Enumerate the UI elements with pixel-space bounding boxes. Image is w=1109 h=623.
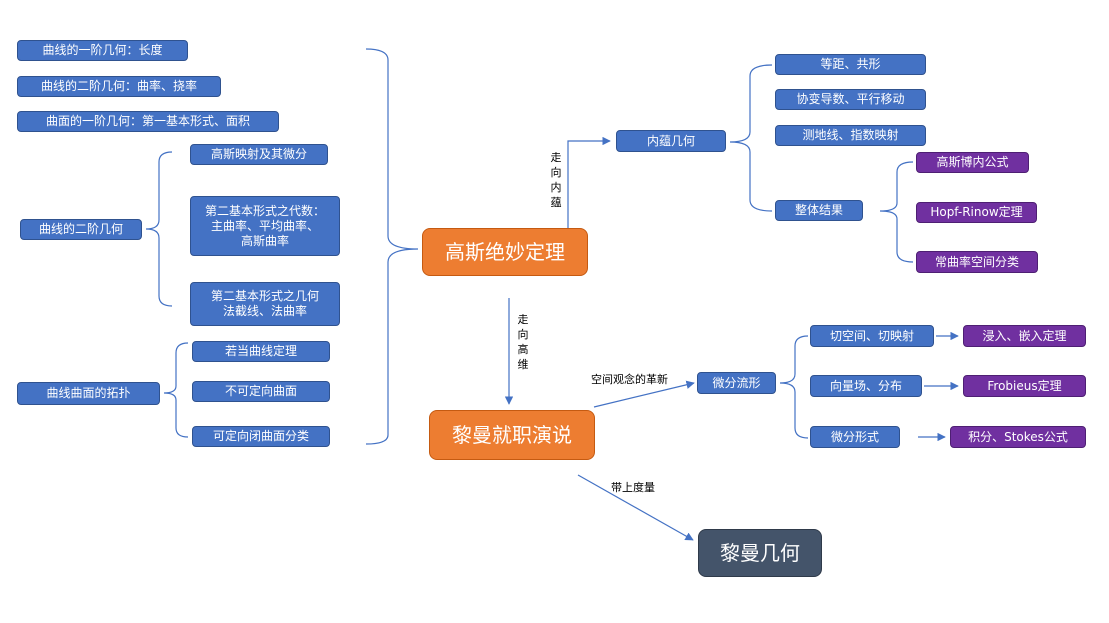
nonorientable-surface-node[interactable]: 不可定向曲面 (192, 381, 330, 402)
riemann-geometry-node[interactable]: 黎曼几何 (698, 529, 822, 577)
intrinsic-geometry-node[interactable]: 内蕴几何 (616, 130, 726, 152)
hopf-rinow-node[interactable]: Hopf-Rinow定理 (916, 202, 1037, 223)
differential-forms-node[interactable]: 微分形式 (810, 426, 900, 448)
arrow-to-intrinsic (567, 136, 611, 228)
constant-curvature-node[interactable]: 常曲率空间分类 (916, 251, 1038, 273)
edge-label-to-intrinsic: 走向内蕴 (550, 151, 562, 209)
gauss-map-node[interactable]: 高斯映射及其微分 (190, 144, 328, 165)
brace-topology (163, 342, 189, 438)
arrow-to-manifold (593, 380, 695, 408)
differential-manifold-node[interactable]: 微分流形 (697, 372, 776, 394)
frobenius-node[interactable]: Frobieus定理 (963, 375, 1086, 397)
arrow-to-riemann-geometry (577, 474, 694, 541)
second-form-geometry-node[interactable]: 第二基本形式之几何 法截线、法曲率 (190, 282, 340, 326)
edge-label-space-renewal: 空间观念的革新 (591, 373, 668, 386)
riemann-lecture-node[interactable]: 黎曼就职演说 (429, 410, 595, 460)
global-results-node[interactable]: 整体结果 (775, 200, 863, 221)
brace-intrinsic (729, 64, 773, 212)
geodesic-exp-map-node[interactable]: 测地线、指数映射 (775, 125, 926, 146)
stokes-node[interactable]: 积分、Stokes公式 (950, 426, 1086, 448)
edge-label-with-metric: 带上度量 (611, 481, 655, 494)
curve-second-order-curvature-node[interactable]: 曲线的二阶几何：曲率、挠率 (17, 76, 221, 97)
immersion-embedding-node[interactable]: 浸入、嵌入定理 (963, 325, 1086, 347)
brace-manifold (779, 335, 809, 439)
curve-first-order-node[interactable]: 曲线的一阶几何：长度 (17, 40, 188, 61)
gauss-theorem-node[interactable]: 高斯绝妙定理 (422, 228, 588, 276)
orientable-closed-classification-node[interactable]: 可定向闭曲面分类 (192, 426, 330, 447)
isometry-conformal-node[interactable]: 等距、共形 (775, 54, 926, 75)
curve-second-order-node[interactable]: 曲线的二阶几何 (20, 219, 142, 240)
jordan-curve-node[interactable]: 若当曲线定理 (192, 341, 330, 362)
gauss-bonnet-node[interactable]: 高斯博内公式 (916, 152, 1029, 173)
brace-gauss (365, 48, 419, 445)
edge-label-to-higher-dim: 走向高维 (517, 313, 529, 371)
brace-second-order (145, 151, 173, 307)
brace-global (879, 161, 914, 263)
vector-field-node[interactable]: 向量场、分布 (810, 375, 922, 397)
tangent-space-node[interactable]: 切空间、切映射 (810, 325, 934, 347)
surface-first-order-node[interactable]: 曲面的一阶几何：第一基本形式、面积 (17, 111, 279, 132)
second-form-algebra-node[interactable]: 第二基本形式之代数： 主曲率、平均曲率、 高斯曲率 (190, 196, 340, 256)
curve-surface-topology-node[interactable]: 曲线曲面的拓扑 (17, 382, 160, 405)
covariant-derivative-node[interactable]: 协变导数、平行移动 (775, 89, 926, 110)
